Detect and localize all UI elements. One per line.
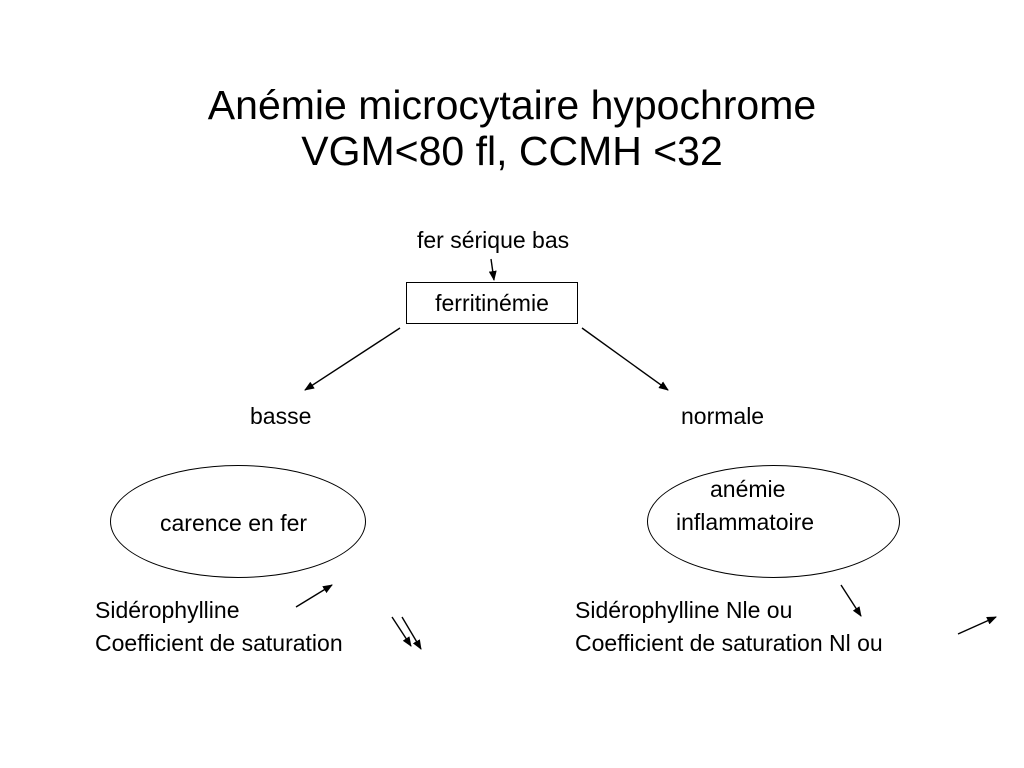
title-line-2: VGM<80 fl, CCMH <32 (301, 128, 723, 174)
anemie-label: anémie (710, 476, 786, 502)
anemie-inflammatoire-ellipse (647, 465, 900, 578)
arrow-to-ferritinemie (488, 258, 497, 281)
ferritinemie-box: ferritinémie (406, 282, 578, 324)
carence-en-fer-ellipse (110, 465, 366, 578)
decrease-arrow-left-2 (401, 616, 422, 650)
saturation-left-label: Coefficient de saturation (95, 630, 343, 656)
arrow-to-basse (304, 327, 401, 391)
increase-arrow-right (957, 616, 997, 635)
inflammatoire-label: inflammatoire (676, 509, 815, 535)
increase-arrow-left (295, 584, 333, 608)
slide-title: Anémie microcytaire hypochrome VGM<80 fl… (0, 82, 1024, 174)
decrease-arrow-right (840, 584, 862, 617)
title-line-1: Anémie microcytaire hypochrome (207, 82, 817, 128)
basse-label: basse (250, 403, 312, 429)
normale-label: normale (681, 403, 765, 429)
ferritinemie-label: ferritinémie (435, 289, 549, 316)
saturation-right-label: Coefficient de saturation Nl ou (575, 630, 883, 656)
siderophylline-left-label: Sidérophylline (95, 597, 240, 623)
fer-serique-label: fer sérique bas (417, 227, 570, 253)
carence-en-fer-label: carence en fer (160, 510, 308, 536)
siderophylline-right-label: Sidérophylline Nle ou (575, 597, 793, 623)
decrease-arrow-left-1 (391, 616, 412, 647)
arrow-to-normale (581, 327, 669, 391)
